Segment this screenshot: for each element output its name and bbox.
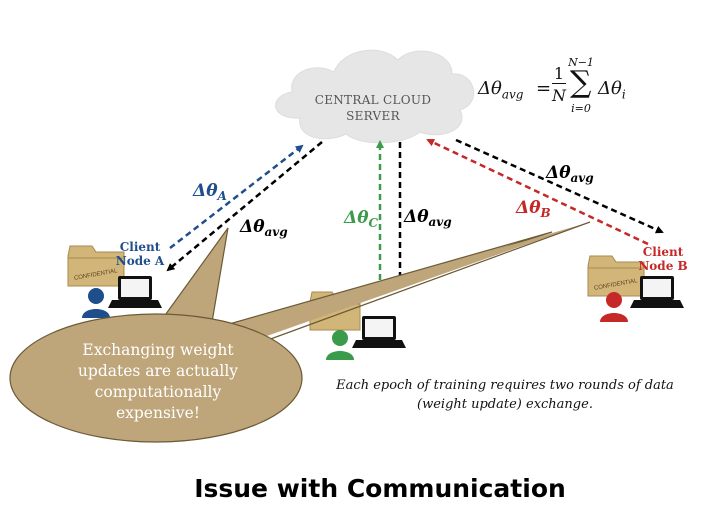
client-b-person-icon [600, 292, 628, 322]
client-a-laptop-icon [108, 276, 162, 308]
formula-frac-den: N [552, 86, 566, 105]
formula-equals: = [536, 78, 552, 99]
bubble-text: Exchanging weight updates are actually c… [77, 341, 239, 422]
arrow-server-to-a [166, 141, 323, 272]
cloud-server-label: CENTRAL CLOUD SERVER [298, 92, 448, 124]
cloud-label-line2: SERVER [346, 109, 400, 123]
formula-term: Δθi [598, 78, 626, 102]
label-delta-a: ΔθA [192, 181, 227, 203]
label-avg-b: Δθavg [545, 163, 594, 185]
formula-sum-lower: i=0 [571, 102, 591, 115]
cloud-label-line1: CENTRAL CLOUD [314, 93, 432, 107]
client-a-folder-icon: CONFIDENTIAL [67, 245, 125, 287]
client-b-laptop-icon [630, 276, 684, 308]
label-avg-a: Δθavg [239, 217, 288, 239]
label-delta-b: ΔθB [515, 198, 551, 220]
formula-lhs: Δθavg [478, 78, 524, 102]
sigma-icon: ∑ [570, 65, 592, 100]
client-b-label: Client Node B [632, 245, 694, 273]
arrow-server-to-b [455, 138, 664, 234]
arrow-b-to-server [426, 138, 649, 246]
epoch-note: Each epoch of training requires two roun… [336, 378, 674, 412]
formula-frac-num: 1 [552, 64, 566, 84]
cloud-server-icon [275, 49, 475, 144]
client-b-label-line2: Node B [638, 259, 688, 273]
speech-bubble [9, 221, 591, 443]
formula-sum-upper: N−1 [568, 56, 594, 69]
label-delta-c: ΔθC [343, 208, 379, 230]
client-a-person-icon [82, 288, 110, 318]
client-c-laptop-icon [352, 316, 406, 348]
client-c-person-icon [326, 330, 354, 360]
arrow-a-to-server [169, 144, 304, 249]
client-a-label: Client Node A [112, 240, 168, 268]
average-formula: Δθavg = 1 N N−1 ∑ i=0 Δθi [478, 56, 658, 126]
client-a-label-line2: Node A [115, 254, 165, 268]
client-a-label-line1: Client [119, 240, 161, 254]
client-b-folder-icon: CONFIDENTIAL [587, 255, 645, 297]
page-title: Issue with Communication [194, 474, 566, 503]
label-avg-c: Δθavg [403, 207, 452, 229]
client-b-label-line1: Client [642, 245, 684, 259]
